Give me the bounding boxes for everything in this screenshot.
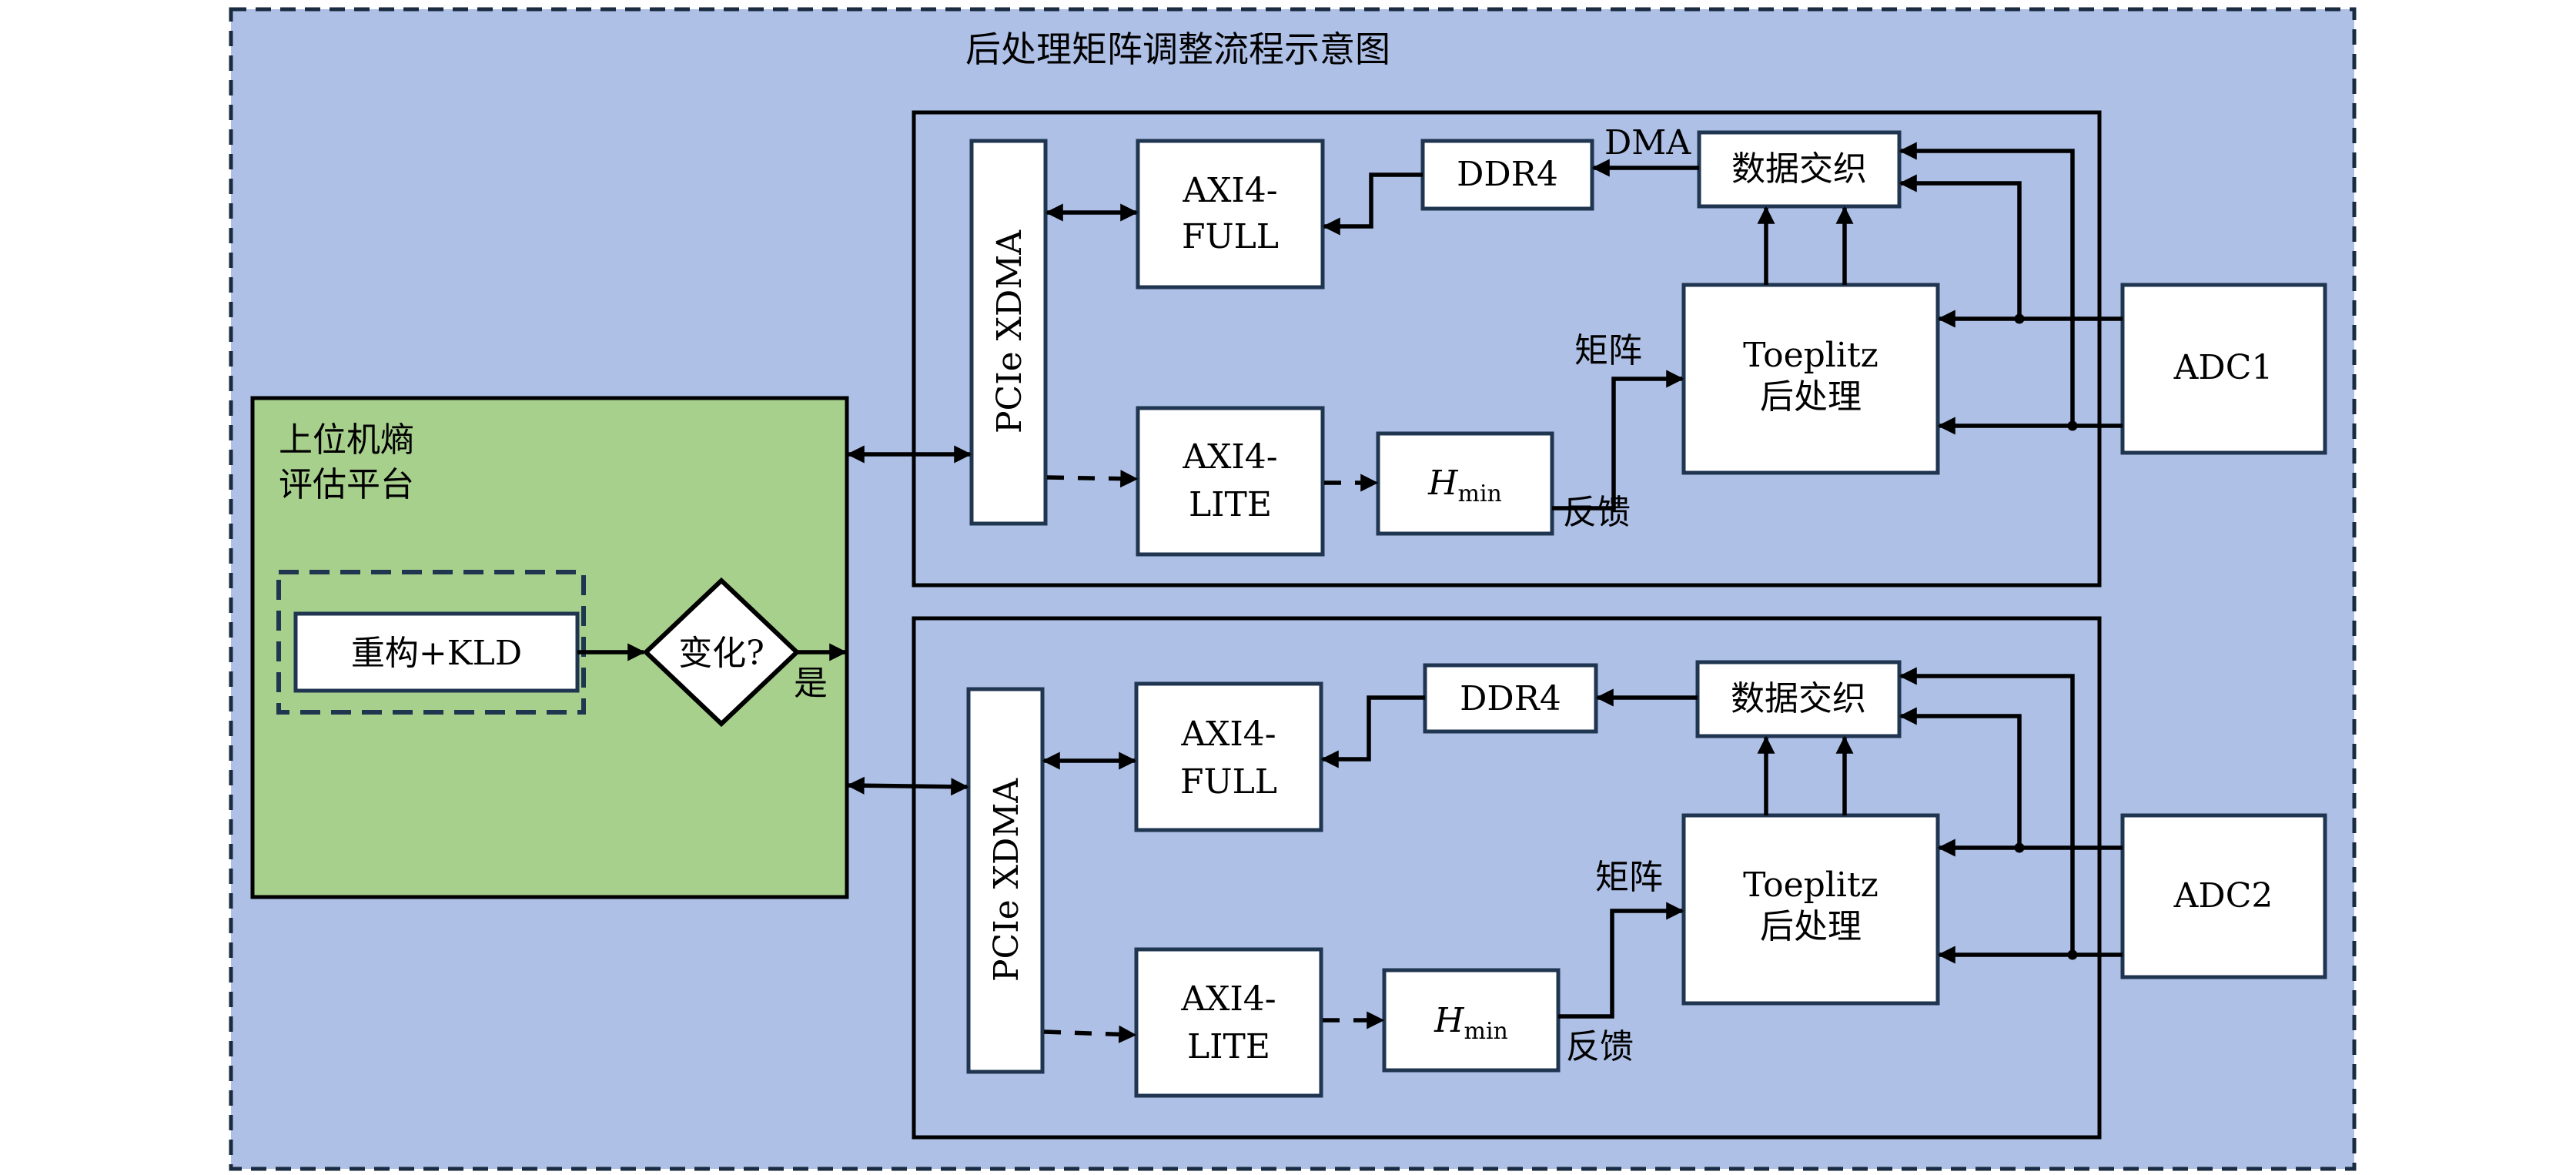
channel1-axi4-full-line1: AXI4- [1182,171,1277,210]
ch1-arrow-ddr-axifull [1322,172,1423,236]
channel1-axi4-full-box [1136,139,1325,290]
ch2-junction-a [2014,842,2025,853]
ch2-arrow-hmin-toeplitz [1558,902,1684,1019]
channel1-hmin-label: Hmin [1427,464,1502,507]
channel2-axi4-lite-line1: AXI4- [1180,979,1276,1019]
ch1-junction-a [2014,313,2025,324]
channel1-matrix-label: 矩阵 [1574,331,1642,370]
ch2-arrow-host-pcie [846,776,969,796]
channel2-adc-box [2120,813,2327,979]
channel1-axi4-lite-line2: LITE [1189,485,1272,524]
channel2-axi4-lite-box [1134,947,1323,1098]
channel2-feedback-label: 反馈 [1566,1027,1634,1066]
channel2-ddr4-box [1423,663,1598,734]
ch1-arrow-adc-interleave-b [1899,174,2022,319]
channel2-toeplitz-box [1681,813,1940,1006]
channel2-hmin-label: Hmin [1434,1001,1508,1045]
ch2-arrow-adc-interleave-b [1899,707,2022,848]
diagram-title: 后处理矩阵调整流程示意图 [965,28,1390,70]
reconstruct-label: 重构+KLD [351,634,522,673]
channel1-ddr4-label: DDR4 [1457,155,1558,194]
ch1-dash-pcie-axilite [1046,470,1139,488]
channel1-frame [912,110,2102,588]
channel1-hmin-sub: min [1458,480,1502,507]
channel2-toeplitz-line2: 后处理 [1760,907,1862,946]
ch2-arrow-adc-interleave-a [1899,667,2075,955]
channel1-axi4-lite-line1: AXI4- [1182,437,1277,477]
ch2-arrow-ddr-axifull [1320,695,1425,768]
reconstruct-dashed-frame [276,570,586,715]
channel1-hmin-base: H [1427,464,1459,503]
channel2-frame [912,616,2102,1140]
channel1-toeplitz-line1: Toeplitz [1743,336,1878,375]
channel2-pcie-xdma-box [966,687,1045,1074]
channel1-ddr4-box [1420,139,1594,211]
ch1-arrow-hmin-toeplitz [1552,370,1684,511]
channel1-interleave-box [1697,130,1902,209]
channel2-axi4-lite-line2: LITE [1187,1027,1270,1066]
decision-label: 变化? [678,634,764,673]
channel1-dma-label: DMA [1604,123,1691,162]
ch2-junction-b [2067,949,2078,960]
channel2-pcie-xdma-label: PCIe XDMA [987,778,1026,982]
channel1-axi4-lite-box [1136,406,1325,557]
channel1-pcie-xdma-box [969,139,1048,526]
ch1-arrow-adc-interleave-a [1899,142,2075,426]
channel2-interleave-box [1695,660,1902,738]
host-label-line1: 上位机熵 [279,420,414,460]
host-label-line2: 评估平台 [279,465,414,504]
channel1-pcie-xdma-label: PCIe XDMA [990,229,1029,434]
channel2-hmin-base: H [1434,1001,1465,1040]
channel1-hmin-box [1376,431,1554,536]
channel1-adc-box [2120,283,2327,455]
channel2-toeplitz-line1: Toeplitz [1743,865,1878,905]
channel2-hmin-box [1382,968,1561,1073]
channel1-axi4-full-line2: FULL [1182,217,1279,256]
channel1-interleave-label: 数据交织 [1731,149,1867,189]
decision-diamond [642,577,801,728]
channel2-matrix-label: 矩阵 [1595,858,1663,897]
channel2-axi4-full-line1: AXI4- [1180,715,1276,754]
decision-yes-label: 是 [794,664,828,703]
channel1-toeplitz-line2: 后处理 [1760,377,1862,417]
channel1-toeplitz-box [1681,283,1940,475]
ch2-dash-pcie-axilite [1043,1025,1137,1043]
ch1-junction-b [2067,420,2078,431]
channel1-adc-label: ADC1 [2173,348,2273,387]
channel1-feedback-label: 反馈 [1563,493,1631,532]
channel2-ddr4-label: DDR4 [1460,679,1561,718]
channel2-interleave-label: 数据交织 [1731,679,1866,718]
channel2-axi4-full-line2: FULL [1180,762,1277,802]
channel2-adc-label: ADC2 [2173,876,2273,916]
channel2-hmin-sub: min [1464,1018,1508,1045]
channel2-axi4-full-box [1134,681,1323,832]
